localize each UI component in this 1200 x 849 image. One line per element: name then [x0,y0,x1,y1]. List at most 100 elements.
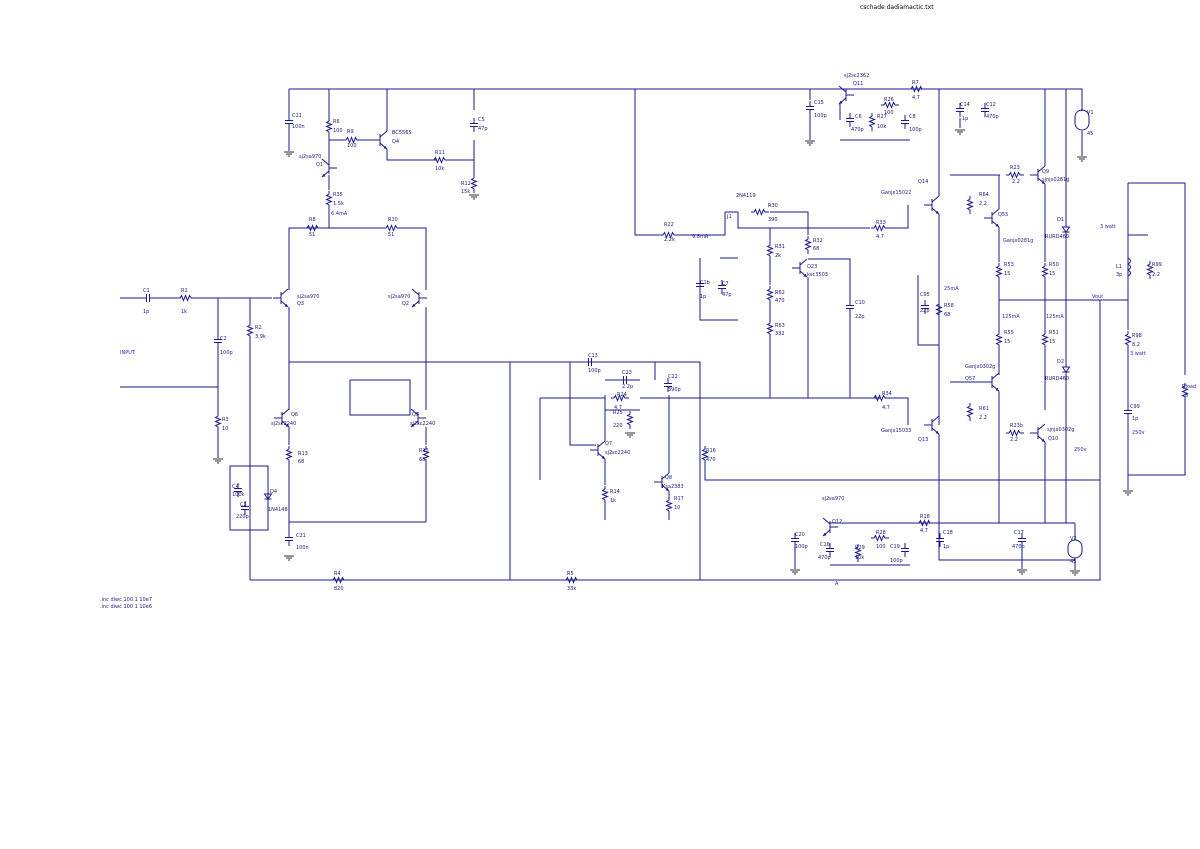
component-value: 10k [435,166,444,172]
misc-label: 3 watt [1100,224,1116,230]
component-value: 100 [347,143,357,149]
component-value: 51 [388,232,394,238]
component-ref: J1 [726,214,732,220]
component-ref: R14 [610,489,620,495]
component-value: 2.2 [979,415,987,421]
input-stage [272,89,701,583]
component-ref: D1 [1057,217,1064,223]
output-stage [889,89,1100,561]
component-value: Ganjx0281g [1003,238,1033,244]
current-label: 6.4mA [331,211,348,217]
component-value: 45 [1070,559,1076,565]
component-ref: R5 [567,571,574,577]
misc-label: 250v [1132,430,1145,436]
component-value: 470p [818,555,831,561]
component-ref: R9 [347,129,354,135]
component-value: 820 [334,586,344,592]
node-label-input: INPUT [120,350,136,356]
component-ref: C5 [478,117,485,123]
current-label: 9.8mA [692,234,709,240]
component-value: 1p [943,544,949,550]
component-value: 1p [962,116,968,122]
component-value: 100 [333,128,343,134]
component-value: 470p [1012,544,1025,550]
component-value: 68 [813,246,819,252]
component-ref: R3 [222,417,229,423]
component-value: sj2sa970 [297,294,319,300]
component-value: sjnjx0302g [1047,427,1074,433]
component-value: 47p [478,126,488,132]
misc-label: 3 watt [1130,351,1146,357]
component-value: 220p [236,514,249,520]
component-value: Ganjx0302g [965,364,995,370]
component-value: Ganjx15022 [881,190,911,196]
component-ref: Q3 [297,301,304,307]
component-ref: C8 [909,114,916,120]
component-value: 470 [706,457,716,463]
component-ref: R7 [912,80,919,86]
component-ref: R28 [876,530,886,536]
component-ref: C3 [240,502,247,508]
component-ref: C19 [890,544,900,550]
component-ref: R50 [1049,262,1059,268]
buffer-section [789,85,1090,576]
component-ref: Q57 [965,376,975,382]
component-ref: R1 [181,288,188,294]
component-value: 2N4119 [736,193,756,199]
current-label: 250v [1074,447,1087,453]
component-value: 220 [613,423,623,429]
component-value: sjnjx0281g [1042,177,1069,183]
component-ref: C21 [296,533,306,539]
component-value: 1N4148 [268,507,288,513]
component-value: BC5565 [392,130,412,136]
component-value: 100p [220,350,233,356]
component-value: 470 [775,298,785,304]
component-value: 15 [1049,339,1055,345]
component-value: 4.7 [920,528,928,534]
component-value: sj2sa970 [299,154,321,160]
component-ref: Q5 [412,412,419,418]
component-ref: Q9 [1042,169,1049,175]
component-ref: R2 [255,325,262,331]
component-value: 2k [775,253,781,259]
component-ref: R12 [461,181,471,187]
component-value: 47p [722,292,732,298]
component-ref: C13 [588,353,598,359]
component-ref: R23b [1010,423,1023,429]
component-value: 10 [222,426,228,432]
component-ref: Q23 [807,264,817,270]
component-value: 2.2 [1152,272,1160,278]
component-ref: R16 [706,448,716,454]
component-value: sj2sc2240 [410,421,435,427]
component-ref: R4 [334,571,341,577]
component-ref: R64 [979,192,989,198]
component-value: 68 [298,459,304,465]
component-ref: R23 [1010,165,1020,171]
component-ref: R32 [813,238,823,244]
component-ref: C23 [622,370,632,376]
component-ref: C12 [986,102,996,108]
current-label: 25mA [944,286,959,292]
node-label-a: A [835,581,839,587]
component-value: 100k [232,492,245,498]
component-ref: C6 [855,114,862,120]
component-ref: R34 [882,391,892,397]
component-ref: C20 [795,532,805,538]
component-ref: R17 [674,496,684,502]
component-value: 51 [309,232,315,238]
component-ref: R25 [613,410,623,416]
component-ref: Rload [1182,384,1196,390]
component-value: 1p [1132,416,1138,422]
component-ref: R10 [388,217,398,223]
component-value: 1k [181,309,187,315]
component-ref: Q1 [316,162,323,168]
component-value: 2.2 [1012,179,1020,185]
component-value: 390p [668,387,681,393]
component-value: 100p [890,558,903,564]
component-value: 332 [775,331,785,337]
component-value: 10k [855,555,864,561]
component-value: 100p [814,113,827,119]
component-ref: Q14 [918,179,928,185]
component-ref: Q55 [998,212,1008,218]
component-value: 100n [292,124,305,130]
